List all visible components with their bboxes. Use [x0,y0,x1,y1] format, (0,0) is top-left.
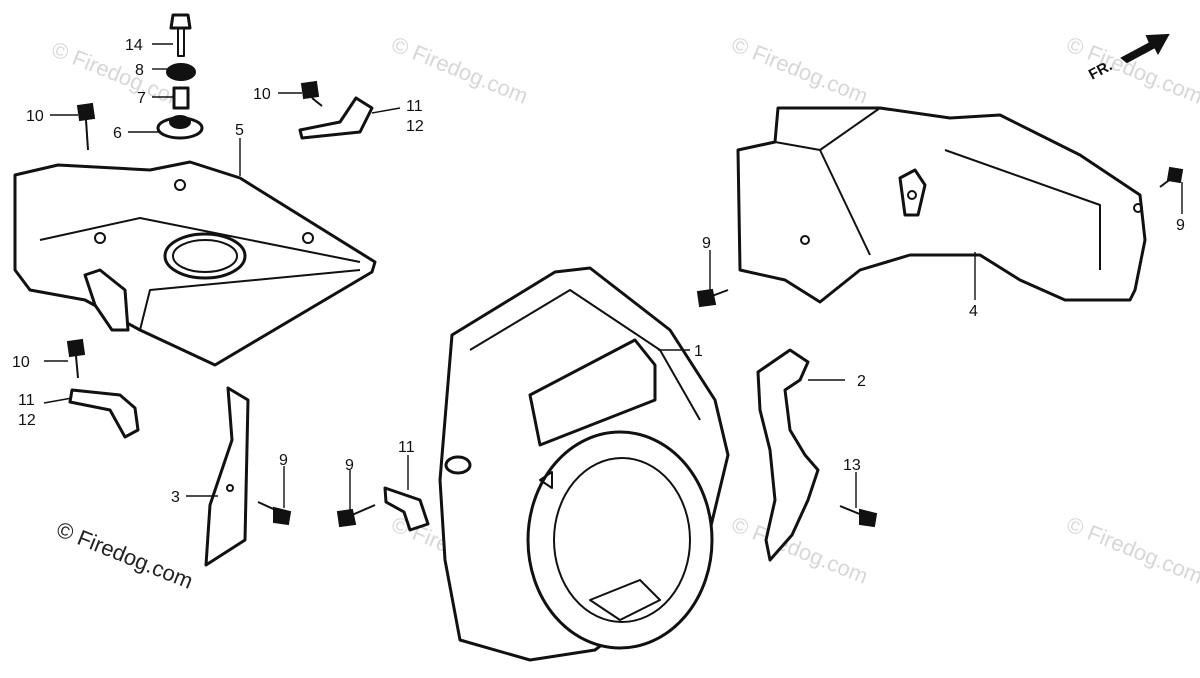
part-4-air-guide [736,106,1147,304]
callout-13: 13 [843,457,861,474]
clip-11-12-lower-left [66,338,140,439]
bolt-icon [66,338,86,358]
watermark-main: © Firedog.com [53,516,196,593]
watermark: © Firedog.com [1063,511,1200,588]
part-5-upper-shroud [13,160,377,367]
bolt-9-right [1159,166,1184,188]
clip-icon [298,96,374,140]
bolt-9-upper-middle [696,288,729,308]
callout-4: 4 [969,303,978,320]
callout-14: 14 [125,37,143,54]
bolt-10-upper-left [76,102,96,151]
callout-11-upper: 11 [406,98,423,115]
callout-9-lower-b: 9 [345,457,354,474]
callout-7: 7 [137,90,146,107]
callout-10-upper-middle: 10 [253,86,271,103]
clip-icon [383,486,430,532]
callout-12-upper: 12 [406,118,424,135]
front-arrow-icon [1120,33,1170,64]
part-3-side-plate [204,386,250,567]
callout-9-upper-middle: 9 [702,235,711,252]
collar-icon [172,86,190,110]
callout-2: 2 [857,373,866,390]
bolt-icon [696,288,717,308]
watermark: © Firedog.com [1063,31,1200,108]
watermark: © Firedog.com [728,31,871,108]
part-2-bracket [756,348,820,562]
callout-1: 1 [694,343,703,360]
bolt-13 [839,505,878,528]
callout-11-middle: 11 [398,439,415,456]
callout-6: 6 [113,125,122,142]
grommet-icon [166,63,196,81]
watermark: © Firedog.com [728,511,871,588]
clip-11-middle [383,486,430,532]
bolt-icon [859,508,878,528]
bolt-icon [1166,166,1184,184]
callout-11-lower-left: 11 [18,392,35,409]
bolt-icon [351,504,376,516]
bolt-icon [76,102,96,122]
callout-9-lower-a: 9 [279,452,288,469]
bolt-icon [300,80,320,100]
bolt-icon [169,13,192,30]
part-1-fan-shroud [438,266,730,662]
clip-11-12-upper [298,80,374,140]
upper-fastener-stack [156,13,204,140]
callout-10-upper-left: 10 [26,108,44,125]
leader-lines [43,43,1183,512]
callout-5: 5 [235,122,244,139]
callout-10-lower-left: 10 [12,354,30,371]
clip-icon [68,388,140,439]
callout-3: 3 [171,489,180,506]
callout-12-lower-left: 12 [18,412,36,429]
bolts-9-lower [257,501,376,528]
callout-numbers: 14 8 7 6 10 5 10 11 12 10 11 12 3 9 9 11… [12,37,1185,506]
callout-8: 8 [135,62,144,79]
callout-9-right: 9 [1176,217,1185,234]
